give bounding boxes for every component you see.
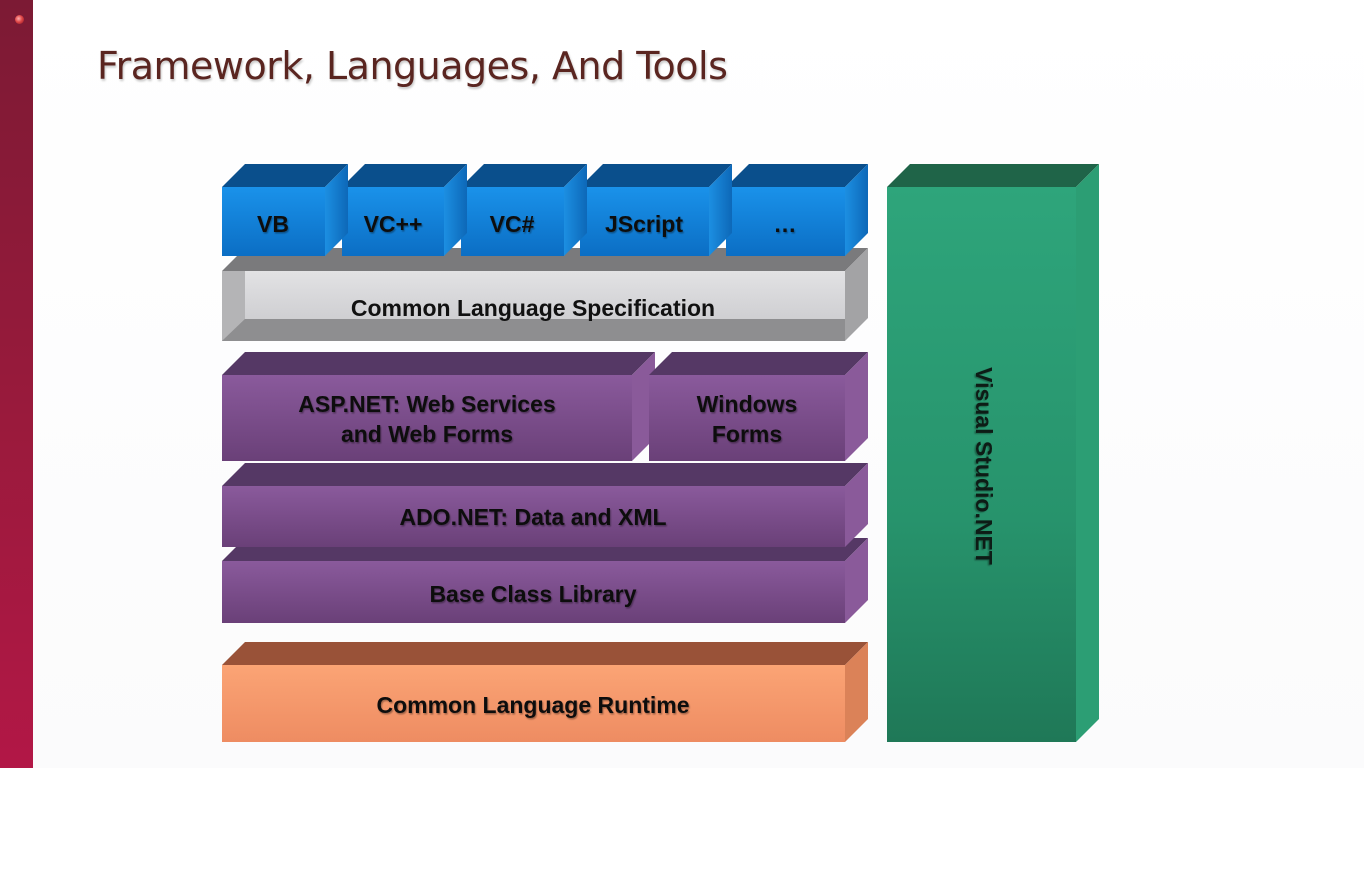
visual-studio-block: Visual Studio.NET [887,164,1099,742]
language-blocks: … JScript VC# VC++ [222,164,868,256]
language-block-vb: VB [222,164,348,256]
language-label-vb: VB [257,211,289,237]
language-block-vcpp: VC++ [342,164,467,256]
clr-block: Common Language Runtime [222,642,868,742]
language-label-vcsharp: VC# [490,211,535,237]
asp-label-line1: ASP.NET: Web Services [298,391,555,417]
slide-title: Framework, Languages, And Tools [97,44,728,88]
cls-label: Common Language Specification [351,295,715,321]
cls-block: Common Language Specification [222,248,868,341]
language-block-jscript: JScript [580,164,732,256]
clr-label: Common Language Runtime [376,692,689,718]
record-indicator-icon [15,15,24,24]
language-label-ellipsis: … [774,211,797,237]
language-block-ellipsis: … [726,164,868,256]
ado-block: ADO.NET: Data and XML [222,463,868,547]
asp-label-line2: and Web Forms [341,421,513,447]
language-label-jscript: JScript [605,211,683,237]
winforms-label-line1: Windows [697,391,798,417]
bcl-block: Base Class Library [222,538,868,623]
slide: Framework, Languages, And Tools [0,0,1364,768]
left-accent-bar [0,0,33,768]
language-block-vcsharp: VC# [461,164,587,256]
language-label-vcpp: VC++ [364,211,423,237]
ado-label: ADO.NET: Data and XML [399,504,666,530]
asp-block: ASP.NET: Web Services and Web Forms [222,352,655,461]
winforms-block: Windows Forms [649,352,868,461]
visual-studio-label: Visual Studio.NET [971,367,997,565]
dotnet-architecture-diagram: Visual Studio.NET Common Language Runtim… [222,164,1099,742]
bcl-label: Base Class Library [429,581,636,607]
winforms-label-line2: Forms [712,421,782,447]
